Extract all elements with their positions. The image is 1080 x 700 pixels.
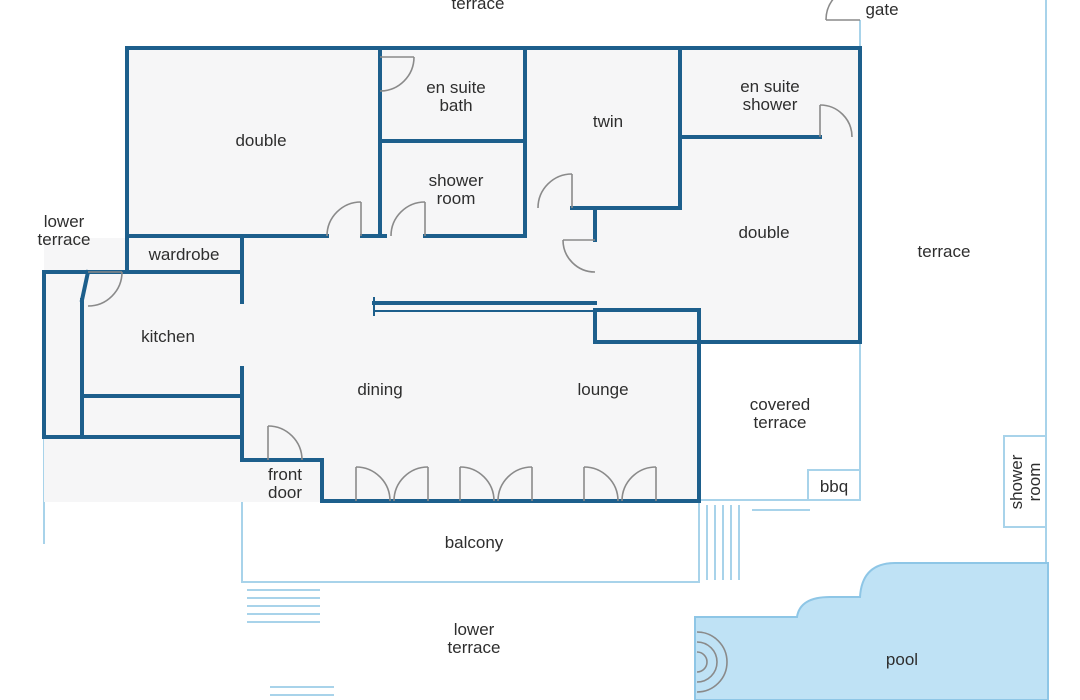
label-en-suite-shower-1: en suite — [740, 77, 800, 96]
label-lower-terrace-left-1: lower — [44, 212, 85, 231]
label-lower-terrace-bottom-2: terrace — [448, 638, 501, 657]
label-lower-terrace-bottom-1: lower — [454, 620, 495, 639]
label-balcony: balcony — [445, 533, 504, 552]
pool-steps — [696, 631, 728, 693]
label-front-door-2: door — [268, 483, 302, 502]
room-labels: terrace gate double en suite bath twin e… — [38, 0, 1044, 669]
room-fills — [44, 48, 860, 502]
label-shower-room-pool-2: room — [1025, 463, 1044, 502]
label-lounge: lounge — [577, 380, 628, 399]
label-gate: gate — [865, 0, 898, 19]
exterior-walls — [42, 46, 862, 503]
label-double-left: double — [235, 131, 286, 150]
label-front-door-1: front — [268, 465, 302, 484]
interior-walls — [79, 46, 822, 439]
label-terrace-top: terrace — [452, 0, 505, 13]
label-shower-room-1: shower — [429, 171, 484, 190]
label-shower-room-2: room — [437, 189, 476, 208]
steps-balcony — [706, 505, 740, 580]
label-kitchen: kitchen — [141, 327, 195, 346]
label-shower-room-pool-1: shower — [1007, 454, 1026, 509]
label-en-suite-bath-2: bath — [439, 96, 472, 115]
label-bbq: bbq — [820, 477, 848, 496]
label-en-suite-shower-2: shower — [743, 95, 798, 114]
label-lower-terrace-left-2: terrace — [38, 230, 91, 249]
door-swings — [87, 0, 860, 502]
label-en-suite-bath-1: en suite — [426, 78, 486, 97]
label-covered-terrace-1: covered — [750, 395, 810, 414]
label-twin: twin — [593, 112, 623, 131]
label-covered-terrace-2: terrace — [754, 413, 807, 432]
steps-lower-terrace — [247, 589, 334, 696]
label-terrace-right: terrace — [918, 242, 971, 261]
label-double-right: double — [738, 223, 789, 242]
label-pool: pool — [886, 650, 918, 669]
label-dining: dining — [357, 380, 402, 399]
label-wardrobe: wardrobe — [148, 245, 220, 264]
pool-shape — [694, 562, 1049, 700]
